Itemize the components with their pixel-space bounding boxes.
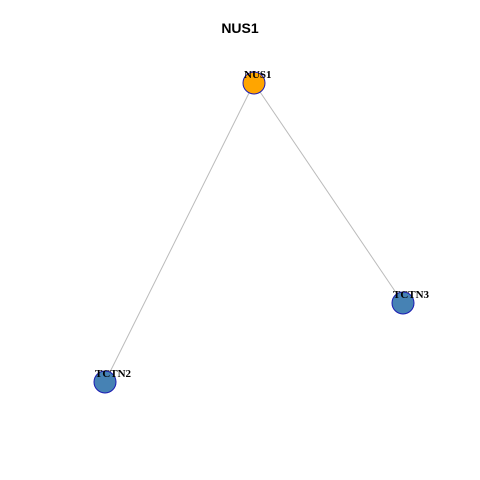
edge-nus1-tctn3 [253, 82, 404, 304]
node-tctn3: TCTN3 [391, 289, 430, 315]
node-label: NUS1 [244, 69, 272, 81]
node-circle [391, 291, 415, 315]
edge-layer [104, 82, 404, 383]
edge-nus1-tctn2 [104, 82, 255, 383]
node-label: TCTN3 [393, 289, 430, 301]
node-circle [93, 370, 117, 394]
node-tctn2: TCTN2 [93, 368, 132, 394]
node-circle [242, 71, 266, 95]
node-label: TCTN2 [95, 368, 132, 380]
node-nus1: NUS1 [242, 69, 272, 95]
graph-title: NUS1 [221, 20, 259, 36]
